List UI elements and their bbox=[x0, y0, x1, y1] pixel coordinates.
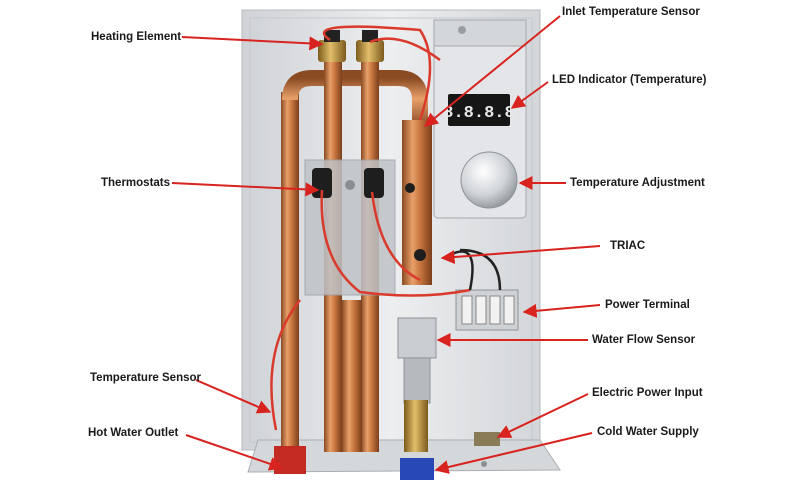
arrow-thermostats bbox=[171, 182, 320, 197]
arrow-heating-element bbox=[181, 36, 324, 51]
arrow-inlet-temperature-sensor bbox=[423, 15, 561, 127]
power-terminal-block bbox=[455, 289, 519, 331]
callout-arrows bbox=[171, 15, 601, 474]
label-thermostats: Thermostats bbox=[101, 177, 171, 189]
label-water-flow-sensor: Water Flow Sensor bbox=[592, 334, 696, 346]
arrow-hot-water-outlet bbox=[185, 434, 284, 471]
control-housing bbox=[433, 19, 527, 219]
heating-element-caps bbox=[318, 30, 384, 62]
arrow-power-terminal bbox=[522, 303, 601, 318]
arrow-electric-power-input bbox=[496, 393, 589, 438]
arrow-led-indicator bbox=[510, 81, 549, 109]
arrow-temperature-sensor bbox=[195, 379, 272, 414]
label-hot-water-outlet: Hot Water Outlet bbox=[88, 427, 179, 439]
arrow-triac bbox=[440, 245, 601, 265]
label-temperature-adjustment: Temperature Adjustment bbox=[570, 177, 705, 189]
arrow-cold-water-supply bbox=[434, 432, 593, 474]
label-electric-power-input: Electric Power Input bbox=[592, 387, 703, 399]
led-display: 8.8.8.8 bbox=[443, 104, 514, 123]
label-triac: TRIAC bbox=[610, 240, 646, 252]
thermostat-bracket bbox=[304, 159, 426, 296]
label-cold-water-supply: Cold Water Supply bbox=[597, 426, 699, 438]
label-temperature-sensor: Temperature Sensor bbox=[90, 372, 201, 384]
label-led-indicator: LED Indicator (Temperature) bbox=[552, 74, 707, 86]
flow-sensor-body bbox=[397, 317, 437, 452]
label-inlet-temperature-sensor: Inlet Temperature Sensor bbox=[562, 6, 700, 18]
label-power-terminal: Power Terminal bbox=[605, 299, 690, 311]
label-heating-element: Heating Element bbox=[91, 31, 182, 43]
outlet-fittings bbox=[274, 432, 500, 480]
